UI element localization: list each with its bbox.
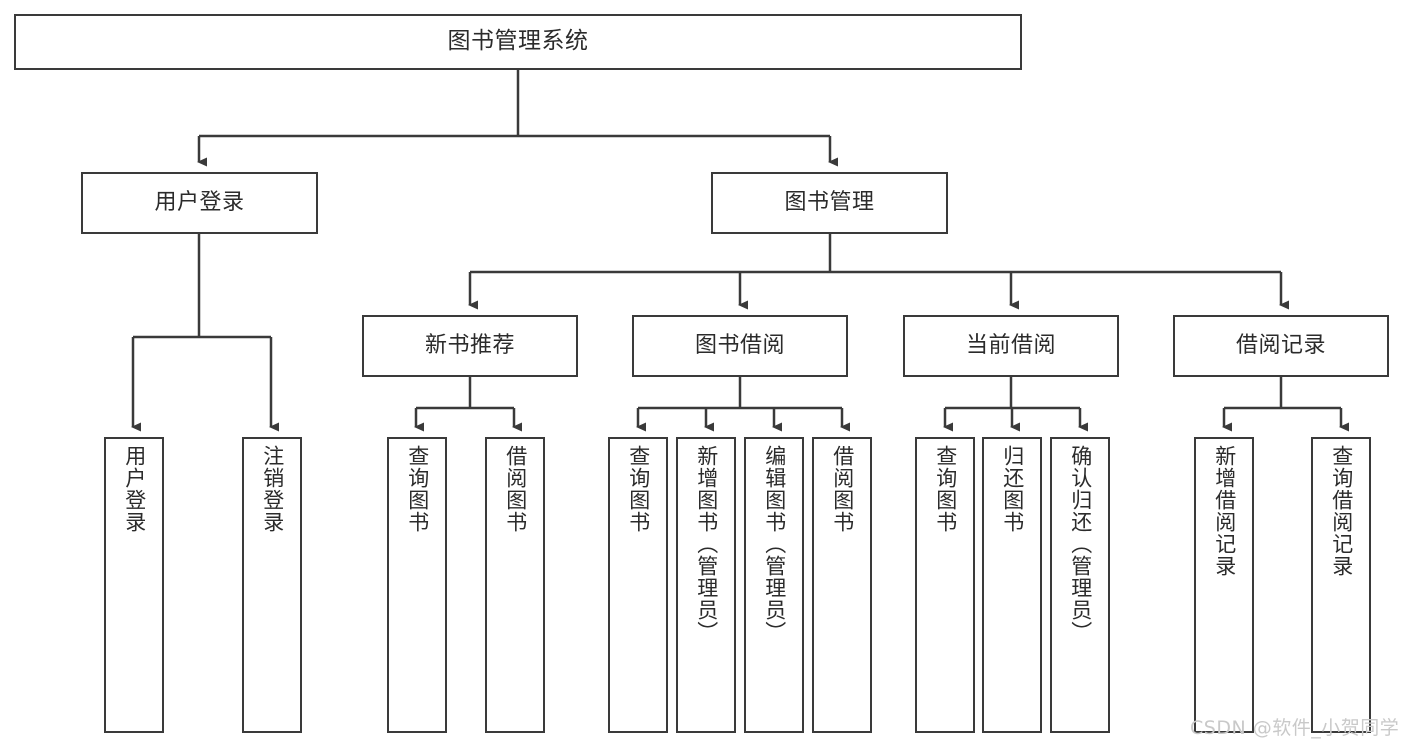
leaf-label: 查询借阅记录 xyxy=(1329,445,1354,577)
node-book-borrow[interactable]: 图书借阅 xyxy=(632,315,848,377)
leaf-record-add-record[interactable]: 新增借阅记录 xyxy=(1194,437,1254,733)
leaf-label: 注销登录 xyxy=(260,445,285,533)
node-root-system[interactable]: 图书管理系统 xyxy=(14,14,1022,70)
leaf-record-query-record[interactable]: 查询借阅记录 xyxy=(1311,437,1371,733)
leaf-label: 借阅图书 xyxy=(830,445,855,533)
leaf-user-login-signout[interactable]: 注销登录 xyxy=(242,437,302,733)
node-current-borrow[interactable]: 当前借阅 xyxy=(903,315,1119,377)
node-borrow-record[interactable]: 借阅记录 xyxy=(1173,315,1389,377)
leaf-current-confirm-return[interactable]: 确认归还（管理员） xyxy=(1050,437,1110,733)
csdn-watermark: CSDN @软件_小贺同学 xyxy=(1190,717,1400,739)
node-new-book-recommend[interactable]: 新书推荐 xyxy=(362,315,578,377)
node-user-login[interactable]: 用户登录 xyxy=(81,172,318,234)
leaf-recommend-query-book[interactable]: 查询图书 xyxy=(387,437,447,733)
leaf-label: 查询图书 xyxy=(626,445,651,533)
leaf-recommend-borrow-book[interactable]: 借阅图书 xyxy=(485,437,545,733)
leaf-label: 新增借阅记录 xyxy=(1212,445,1237,577)
leaf-current-return-book[interactable]: 归还图书 xyxy=(982,437,1042,733)
leaf-borrow-query-book[interactable]: 查询图书 xyxy=(608,437,668,733)
leaf-label: 确认归还（管理员） xyxy=(1068,445,1093,643)
leaf-label: 用户登录 xyxy=(122,445,147,533)
leaf-user-login-signin[interactable]: 用户登录 xyxy=(104,437,164,733)
leaf-label: 查询图书 xyxy=(933,445,958,533)
leaf-label: 查询图书 xyxy=(405,445,430,533)
leaf-label: 新增图书（管理员） xyxy=(694,445,719,643)
leaf-borrow-borrow-book[interactable]: 借阅图书 xyxy=(812,437,872,733)
leaf-borrow-edit-book[interactable]: 编辑图书（管理员） xyxy=(744,437,804,733)
leaf-borrow-add-book[interactable]: 新增图书（管理员） xyxy=(676,437,736,733)
leaf-label: 借阅图书 xyxy=(503,445,528,533)
leaf-current-query-book[interactable]: 查询图书 xyxy=(915,437,975,733)
leaf-label: 归还图书 xyxy=(1000,445,1025,533)
node-book-management[interactable]: 图书管理 xyxy=(711,172,948,234)
leaf-label: 编辑图书（管理员） xyxy=(762,445,787,643)
